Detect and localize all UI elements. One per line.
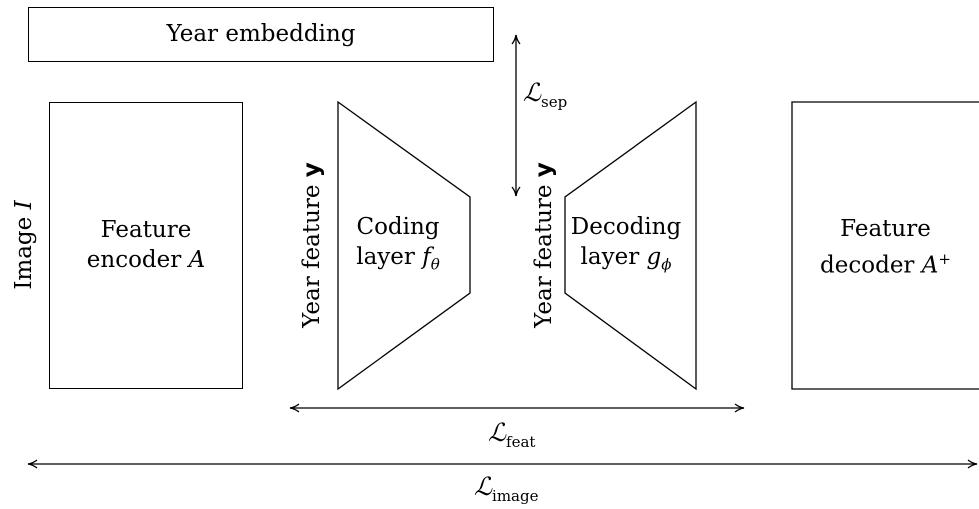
coding-layer-line2-var: f <box>422 244 431 270</box>
loss-image-label: ℒimage <box>474 472 538 505</box>
feature-encoder-line2-var: A <box>188 247 206 273</box>
feature-decoder-line2: decoder A+ <box>792 244 979 281</box>
loss-sep-symbol: ℒ <box>523 78 542 107</box>
loss-image-sub: image <box>492 487 539 505</box>
loss-sep-sub: sep <box>541 93 568 111</box>
feature-decoder-shape <box>791 101 979 390</box>
decoding-layer-line2-sub: ϕ <box>661 255 672 274</box>
feature-decoder-line2-sup: + <box>938 250 951 268</box>
decoding-layer-line1: Decoding <box>570 214 682 240</box>
loss-feat-symbol: ℒ <box>488 418 507 447</box>
loss-image-symbol: ℒ <box>474 472 493 501</box>
loss-feat-sub: feat <box>506 433 536 451</box>
coding-layer-line2-sub: θ <box>430 255 440 274</box>
decoding-layer-line2-var: g <box>646 244 662 270</box>
coding-layer-shape <box>337 100 471 391</box>
year-embedding-label: Year embedding <box>166 21 356 47</box>
decoding-layer-line2-text: layer <box>580 244 640 270</box>
feature-encoder-line2: encoder A <box>50 245 242 275</box>
feature-encoder-line2-text: encoder <box>86 247 182 273</box>
feature-decoder-line2-text: decoder <box>820 252 915 279</box>
coding-layer-line2-text: layer <box>356 244 415 270</box>
year-embedding-box: Year embedding <box>28 7 494 62</box>
loss-feat-label: ℒfeat <box>488 418 535 451</box>
feature-encoder-box: Feature encoder A <box>49 102 243 389</box>
decoding-layer-line2: layer gϕ <box>562 242 690 280</box>
decoding-layer-shape <box>564 100 697 391</box>
feature-decoder-line2-var: A <box>921 252 939 279</box>
feature-encoder-line1: Feature <box>100 217 192 243</box>
coding-layer-line1: Coding <box>356 214 440 240</box>
coding-layer-line2: layer fθ <box>338 242 458 280</box>
loss-sep-label: ℒsep <box>523 78 567 111</box>
feature-decoder-line1: Feature <box>840 216 931 242</box>
